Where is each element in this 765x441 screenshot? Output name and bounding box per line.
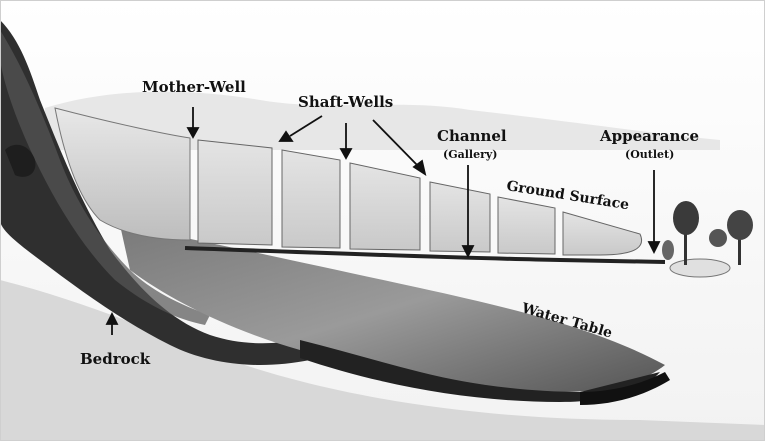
- aquifer-base: [300, 340, 660, 402]
- soil-blocks: [197, 139, 642, 256]
- outlet-trees: [662, 201, 753, 278]
- soil-block: [562, 211, 642, 256]
- shaft-wells-arrow-1: [289, 115, 323, 137]
- distant-hills: [45, 91, 720, 150]
- arrow-head: [339, 148, 353, 160]
- arrow-head: [278, 130, 294, 142]
- label-mother-well: Mother-Well: [142, 78, 246, 96]
- label-outlet: (Outlet): [625, 148, 674, 161]
- label-channel: Channel: [437, 127, 507, 145]
- channel-gallery: [184, 246, 666, 264]
- arrow-head: [412, 159, 427, 176]
- soil-block: [497, 196, 556, 255]
- aquifer-tip: [580, 372, 670, 405]
- label-bedrock: Bedrock: [80, 350, 151, 368]
- soil-block-left: [54, 107, 191, 241]
- lower-ground: [0, 280, 765, 441]
- soil-block: [429, 181, 491, 253]
- bedrock-highlight: [0, 30, 210, 325]
- rock-detail: [5, 144, 36, 177]
- bedrock-mass: [0, 20, 310, 365]
- soil-block: [349, 162, 421, 251]
- aquifer-layer: [120, 225, 665, 392]
- arrows: [105, 107, 661, 335]
- arrow-head: [105, 311, 119, 325]
- arrow-head: [461, 245, 475, 259]
- label-appearance: Appearance: [599, 127, 699, 145]
- soil-block: [197, 139, 273, 246]
- arrow-head: [186, 127, 200, 139]
- label-shaft-wells: Shaft-Wells: [298, 93, 393, 111]
- soil-block: [281, 149, 341, 249]
- label-gallery: (Gallery): [443, 148, 497, 161]
- arrow-head: [647, 241, 661, 255]
- shaft-wells-arrow-3: [372, 119, 421, 169]
